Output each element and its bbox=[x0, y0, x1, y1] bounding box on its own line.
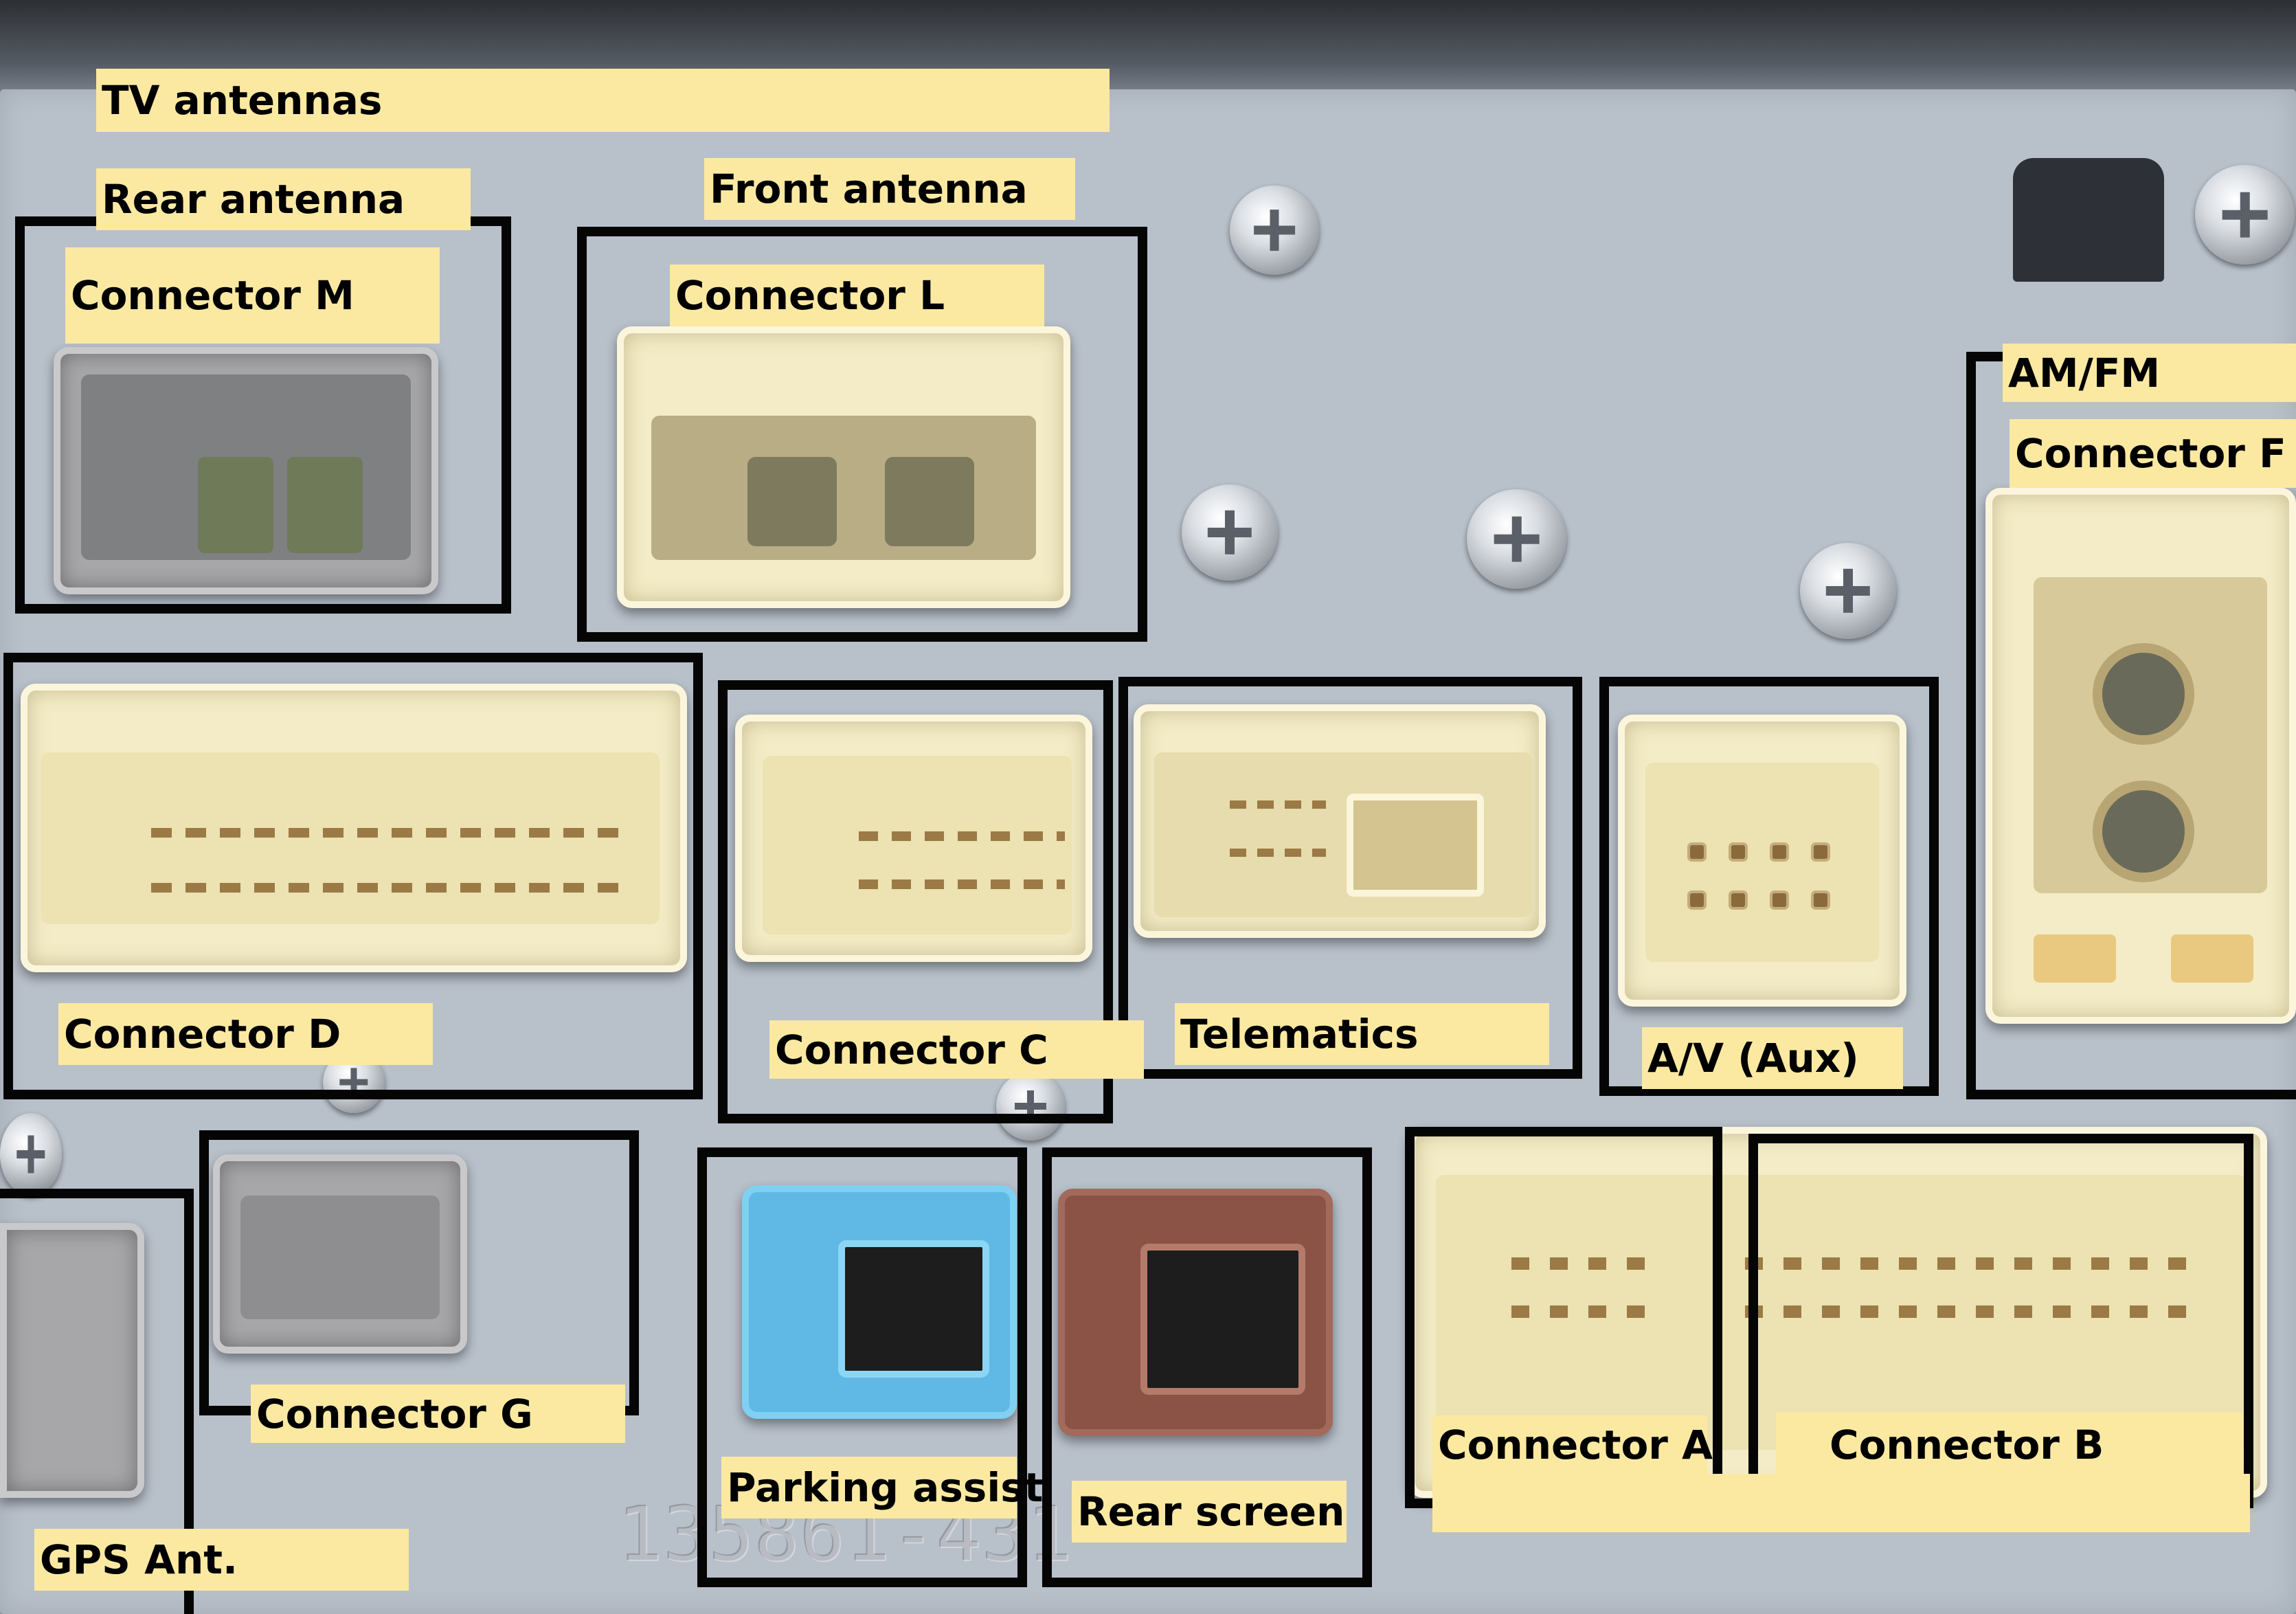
pin bbox=[1814, 893, 1827, 907]
terminal bbox=[747, 457, 837, 546]
latch-window bbox=[2171, 934, 2253, 983]
connector-cavity bbox=[1140, 1244, 1305, 1395]
screw-icon bbox=[0, 1113, 62, 1196]
connector-d-frame bbox=[3, 653, 703, 1099]
connector-cavity bbox=[1645, 763, 1879, 962]
label-connector-f: Connector F bbox=[2010, 419, 2296, 488]
connector-f-housing bbox=[1985, 488, 2296, 1024]
screw-icon bbox=[1800, 543, 1896, 639]
label-av-aux: A/V (Aux) bbox=[1642, 1027, 1903, 1089]
terminal bbox=[885, 457, 974, 546]
label-connector-d: Connector D bbox=[58, 1003, 433, 1065]
label-telematics: Telematics bbox=[1175, 1003, 1549, 1065]
terminal bbox=[287, 457, 363, 553]
terminal bbox=[198, 457, 273, 553]
connector-g-housing bbox=[213, 1154, 467, 1354]
pin-row bbox=[1745, 1305, 2198, 1318]
telematics-frame bbox=[1118, 677, 1582, 1079]
connector-cavity bbox=[240, 1196, 440, 1319]
connector-cavity bbox=[763, 756, 1072, 934]
label-tv-antennas: TV antennas bbox=[96, 69, 1110, 132]
rear-screen-frame bbox=[1042, 1147, 1372, 1587]
pin bbox=[1690, 893, 1704, 907]
pin bbox=[1772, 893, 1786, 907]
screw-icon bbox=[996, 1072, 1065, 1141]
pin bbox=[1814, 845, 1827, 859]
label-gps-ant: GPS Ant. bbox=[34, 1529, 409, 1591]
pin-row bbox=[1745, 1257, 2198, 1270]
pin-row bbox=[859, 879, 1065, 889]
connector-c-frame bbox=[718, 680, 1113, 1123]
label-front-antenna: Front antenna bbox=[704, 158, 1075, 220]
pin-row bbox=[1511, 1305, 1663, 1318]
coax-terminal bbox=[2102, 653, 2185, 735]
pin-row bbox=[1230, 800, 1326, 809]
pin-row bbox=[151, 828, 632, 838]
label-connector-b: Connector B bbox=[1776, 1412, 2243, 1477]
screw-icon bbox=[1467, 489, 1566, 589]
coax-terminal bbox=[2102, 790, 2185, 873]
latch-window bbox=[2034, 934, 2116, 983]
pin bbox=[1731, 845, 1745, 859]
connector-cavity bbox=[838, 1240, 989, 1378]
connector-l-frame bbox=[577, 227, 1147, 642]
av-aux-frame bbox=[1599, 677, 1939, 1096]
label-connector-m: Connector M bbox=[65, 247, 440, 344]
latch-bracket bbox=[2013, 158, 2164, 282]
parking-assist-frame bbox=[697, 1147, 1027, 1587]
pin-row bbox=[1230, 849, 1326, 857]
label-connector-g: Connector G bbox=[251, 1385, 625, 1443]
screw-icon bbox=[2195, 165, 2295, 265]
pin bbox=[1731, 893, 1745, 907]
connector-l-housing bbox=[617, 326, 1070, 608]
av-aux-housing bbox=[1618, 715, 1906, 1007]
label-rear-antenna: Rear antenna bbox=[96, 168, 471, 230]
gps-antenna-frame bbox=[0, 1189, 194, 1614]
connector-d-housing bbox=[21, 684, 687, 972]
label-am-fm: AM/FM bbox=[2003, 344, 2296, 402]
label-connector-a: Connector A bbox=[1432, 1415, 1713, 1474]
pin bbox=[1690, 845, 1704, 859]
connector-cavity bbox=[41, 752, 660, 924]
gps-antenna-housing bbox=[0, 1223, 144, 1498]
connector-c-housing bbox=[735, 715, 1092, 962]
rear-screen-housing bbox=[1058, 1189, 1333, 1436]
connector-g-frame bbox=[199, 1130, 639, 1415]
label-connector-l: Connector L bbox=[670, 265, 1044, 326]
label-parking-assist: Parking assist bbox=[721, 1457, 1043, 1518]
pin-row bbox=[151, 883, 632, 893]
pin bbox=[1772, 845, 1786, 859]
sub-connector bbox=[1347, 794, 1484, 897]
pin-row bbox=[859, 831, 1065, 841]
parking-assist-housing bbox=[742, 1185, 1017, 1419]
label-connector-c: Connector C bbox=[769, 1020, 1144, 1079]
telematics-housing bbox=[1134, 704, 1546, 938]
label-connector-b-strip bbox=[1432, 1474, 2250, 1532]
screw-icon bbox=[1182, 484, 1278, 581]
pin-row bbox=[1511, 1257, 1663, 1270]
label-rear-screen: Rear screen bbox=[1072, 1481, 1347, 1543]
screw-icon bbox=[1230, 186, 1319, 275]
connector-m-housing bbox=[54, 347, 438, 594]
